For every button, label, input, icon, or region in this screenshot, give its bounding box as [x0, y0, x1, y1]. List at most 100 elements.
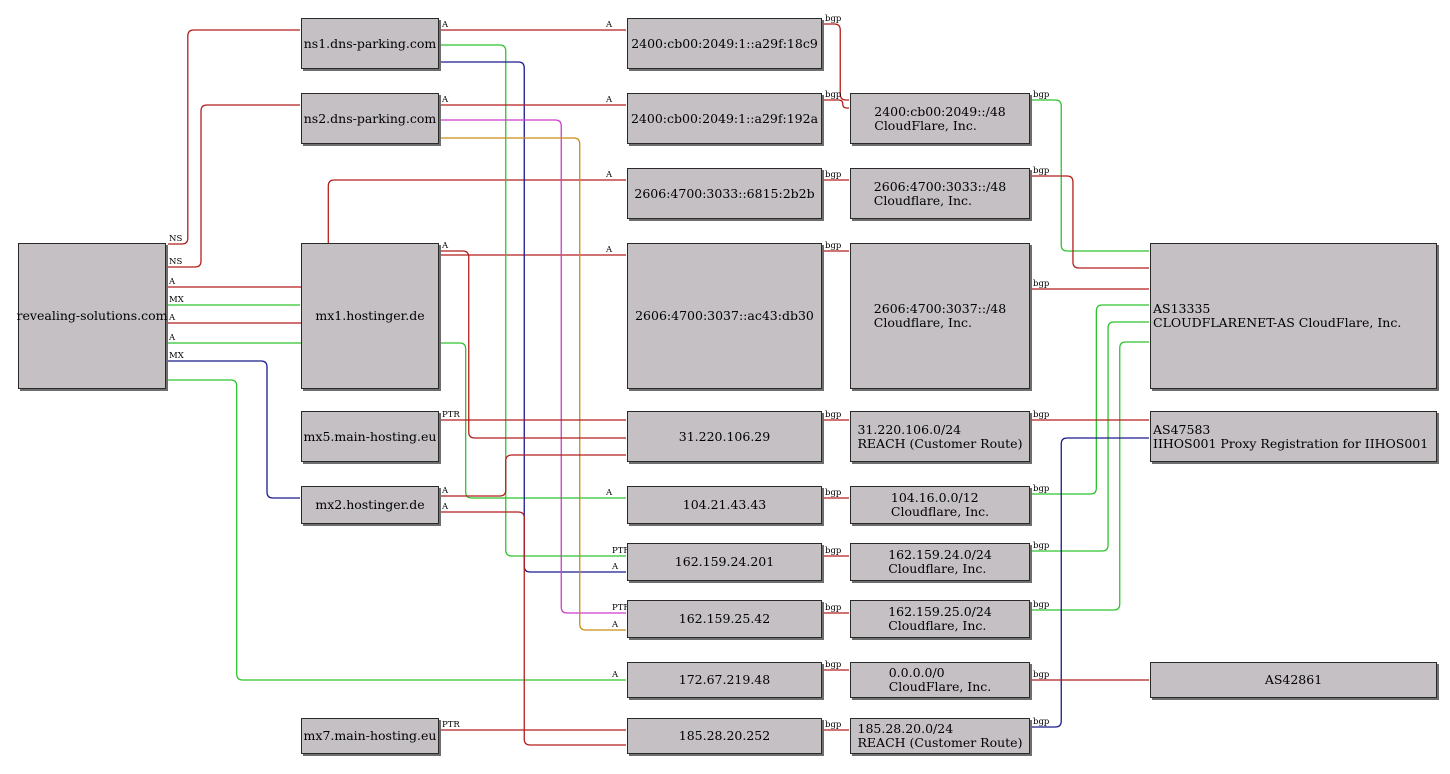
- node-label: 2606:4700:3033::6815:2b2b: [634, 185, 815, 201]
- node-label-line: revealing-solutions.com: [16, 308, 168, 323]
- edge-pfx104-as13335-bgp: [1032, 304, 1149, 495]
- edge-label: A: [441, 486, 449, 496]
- edge-label: PTR: [612, 603, 630, 613]
- node-label-line: 185.28.20.252: [678, 728, 771, 743]
- node-label-line: 104.16.0.0/12: [890, 490, 979, 505]
- node-label-line: AS13335: [1153, 301, 1211, 316]
- node-ip172: 172.67.219.48: [627, 662, 822, 698]
- node-ip162b: 162.159.25.42: [627, 600, 822, 638]
- node-label: 2606:4700:3037::ac43:db30: [635, 309, 814, 323]
- node-label-line: CloudFlare, Inc.: [888, 679, 992, 694]
- node-label: 172.67.219.48: [679, 673, 770, 687]
- edge-label: A: [611, 620, 619, 630]
- edge-label: bgp: [825, 660, 842, 670]
- edge-label: MX: [169, 295, 185, 305]
- node-label-line: 162.159.24.201: [674, 554, 775, 569]
- node-label: 2400:cb00:2049:1::a29f:192a: [630, 110, 819, 126]
- node-label-line: 0.0.0.0/0: [888, 665, 945, 680]
- node-domain: revealing-solutions.com: [17, 243, 168, 389]
- node-label-line: mx5.main-hosting.eu: [303, 428, 437, 444]
- node-label: AS42861: [1265, 673, 1322, 687]
- edge-ip6b-pfx2400-bgp: [824, 99, 849, 109]
- edge-domain-ns2-ns: [168, 104, 300, 268]
- edge-label: bgp: [1033, 166, 1050, 176]
- edge-label: NS: [169, 234, 182, 244]
- node-label-line: 162.159.24.0/24: [888, 547, 992, 562]
- node-label: ns1.dns-parking.com: [303, 35, 437, 51]
- edge-label: bgp: [1033, 670, 1050, 680]
- edge-ns1-ip162a-ptr: [441, 44, 626, 557]
- node-ip6a: 2400:cb00:2049:1::a29f:18c9: [627, 18, 822, 69]
- node-label-line: 162.159.25.42: [678, 611, 771, 626]
- node-label-line: CloudFlare, Inc.: [874, 117, 977, 133]
- edge-label-target: A: [605, 245, 613, 255]
- edge-mx1-ip31-a: [441, 250, 626, 439]
- node-label-line: Cloudflare, Inc.: [890, 504, 990, 519]
- node-label: 162.159.25.42: [679, 612, 770, 626]
- node-label-line: 162.159.25.0/24: [888, 604, 992, 619]
- node-ip6b: 2400:cb00:2049:1::a29f:192a: [627, 93, 822, 144]
- node-ip6d: 2606:4700:3037::ac43:db30: [627, 243, 822, 389]
- node-label-line: 2400:cb00:2049::/48: [874, 103, 1006, 119]
- node-label-line: 2400:cb00:2049:1::a29f:192a: [630, 110, 819, 126]
- edge-mx2-ip31-a: [441, 454, 626, 497]
- node-ns1: ns1.dns-parking.com: [301, 18, 439, 69]
- edge-label: bgp: [1033, 484, 1050, 494]
- node-label-line: AS42861: [1264, 672, 1323, 687]
- node-label-line: Cloudflare, Inc.: [873, 192, 973, 208]
- node-label: revealing-solutions.com: [17, 309, 168, 323]
- edge-label: PTR: [612, 546, 630, 556]
- edge-label: NS: [169, 257, 182, 267]
- edge-label: bgp: [825, 14, 842, 24]
- edge-pfx185-as47583-bgp: [1032, 437, 1149, 728]
- edge-label: bgp: [1033, 279, 1050, 289]
- edge-label: bgp: [825, 603, 842, 613]
- node-label: ns2.dns-parking.com: [304, 111, 437, 126]
- node-label-line: 2606:4700:3037::ac43:db30: [635, 308, 814, 323]
- node-as42861: AS42861: [1150, 662, 1437, 698]
- node-label-line: IIHOS001 Proxy Registration for IIHOS001: [1153, 435, 1429, 451]
- edge-domain-ns1-ns: [168, 29, 300, 245]
- node-ip6c: 2606:4700:3033::6815:2b2b: [627, 168, 822, 219]
- edge-label: bgp: [825, 488, 842, 498]
- node-label-line: mx7.main-hosting.eu: [303, 728, 437, 743]
- node-mx1: mx1.hostinger.de: [301, 243, 439, 389]
- node-label: 31.220.106.29: [679, 429, 770, 444]
- node-label: mx2.hostinger.de: [315, 498, 424, 512]
- edge-ns1-ip162a-a: [441, 61, 626, 573]
- edge-label: A: [441, 95, 449, 105]
- edge-label: PTR: [442, 720, 460, 730]
- node-label-line: REACH (Customer Route): [857, 735, 1023, 750]
- edge-label: bgp: [825, 546, 842, 556]
- node-label-line: 172.67.219.48: [678, 672, 771, 687]
- node-label-line: 2606:4700:3037::/48: [873, 301, 1007, 316]
- node-label-line: 31.220.106.0/24: [857, 421, 962, 437]
- edge-label: bgp: [1033, 600, 1050, 610]
- edge-label-target: A: [605, 20, 613, 30]
- edge-label-target: A: [605, 488, 613, 498]
- edge-label: bgp: [825, 90, 842, 100]
- edge-pfx162b-as13335-bgp: [1032, 341, 1149, 611]
- node-label: 2400:cb00:2049:1::a29f:18c9: [631, 35, 818, 51]
- edge-label: A: [168, 313, 176, 323]
- node-label-line: CLOUDFLARENET-AS CloudFlare, Inc.: [1153, 315, 1402, 330]
- node-label-line: 2400:cb00:2049:1::a29f:18c9: [631, 35, 818, 51]
- node-label-line: ns1.dns-parking.com: [303, 35, 437, 51]
- node-label-line: 2606:4700:3033::6815:2b2b: [634, 185, 815, 201]
- edge-pfx3033-as13335-bgp: [1032, 175, 1149, 269]
- edge-label-target: A: [605, 95, 613, 105]
